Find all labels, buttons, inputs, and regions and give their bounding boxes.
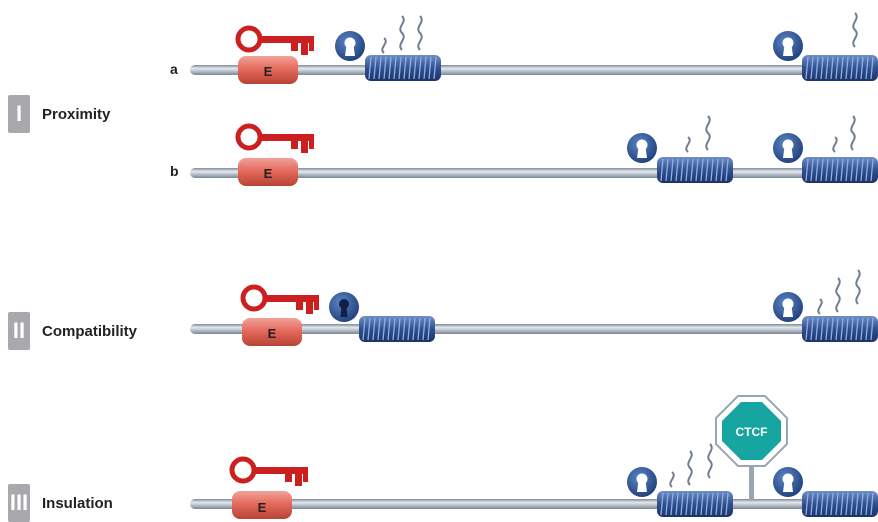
lock-icon [773, 31, 803, 61]
transcript-wave-icon [687, 450, 693, 486]
enhancer-block [242, 318, 302, 346]
row-compatibility: E [190, 269, 878, 346]
section-title-insulation: Insulation [42, 495, 113, 512]
transcript-wave-icon [855, 269, 861, 305]
enhancer-block [238, 158, 298, 186]
row-a: E [190, 12, 878, 84]
gene-coil-ridges [805, 158, 874, 182]
key-icon [238, 126, 314, 153]
section-numeral-proximity: I [8, 95, 30, 133]
transcript-wave-icon [417, 15, 423, 51]
row-insulation: E CTCF [190, 395, 878, 519]
ctcf-label: CTCF [736, 425, 768, 439]
row-label-b: b [170, 163, 179, 179]
enhancer-block [232, 491, 292, 519]
section-numeral-insulation: III [8, 484, 30, 522]
row-b: E [190, 115, 878, 186]
transcript-wave-icon [852, 12, 858, 48]
gene-coil-ridges [805, 56, 874, 80]
key-icon [238, 28, 314, 55]
enhancer-label: E [258, 500, 267, 515]
transcript-wave-icon [850, 115, 856, 151]
section-numeral-compatibility: II [8, 312, 30, 350]
lock-icon [627, 467, 657, 497]
enhancer-label: E [264, 64, 273, 79]
enhancer-block [238, 56, 298, 84]
transcript-wave-icon [669, 471, 675, 488]
gene-coil-ridges [368, 56, 437, 80]
lock-icon [773, 292, 803, 322]
gene-coil-ridges [660, 158, 729, 182]
transcript-wave-icon [399, 15, 405, 51]
transcript-wave-icon [685, 136, 691, 153]
lock-icon [773, 467, 803, 497]
transcript-wave-icon [705, 115, 711, 151]
enhancer-label: E [264, 166, 273, 181]
gene-coil-ridges [805, 317, 874, 341]
lock-icon [335, 31, 365, 61]
gene-coil-ridges [362, 317, 431, 341]
incompatible-lock-icon [329, 292, 359, 322]
ctcf-insulator-sign: CTCF [715, 395, 788, 500]
transcript-wave-icon [707, 443, 713, 479]
lock-icon [627, 133, 657, 163]
gene-coil-ridges [805, 492, 874, 516]
gene-coil-ridges [660, 492, 729, 516]
dna-strand [190, 65, 878, 75]
transcript-wave-icon [381, 37, 387, 54]
transcript-wave-icon [817, 298, 823, 315]
section-title-proximity: Proximity [42, 106, 111, 123]
transcript-wave-icon [832, 136, 838, 153]
dna-strand [190, 499, 878, 509]
section-title-compatibility: Compatibility [42, 323, 138, 340]
key-icon [243, 287, 319, 314]
transcript-wave-icon [835, 277, 841, 313]
lock-icon [773, 133, 803, 163]
key-icon [232, 459, 308, 486]
row-label-a: a [170, 61, 178, 77]
enhancer-label: E [268, 326, 277, 341]
